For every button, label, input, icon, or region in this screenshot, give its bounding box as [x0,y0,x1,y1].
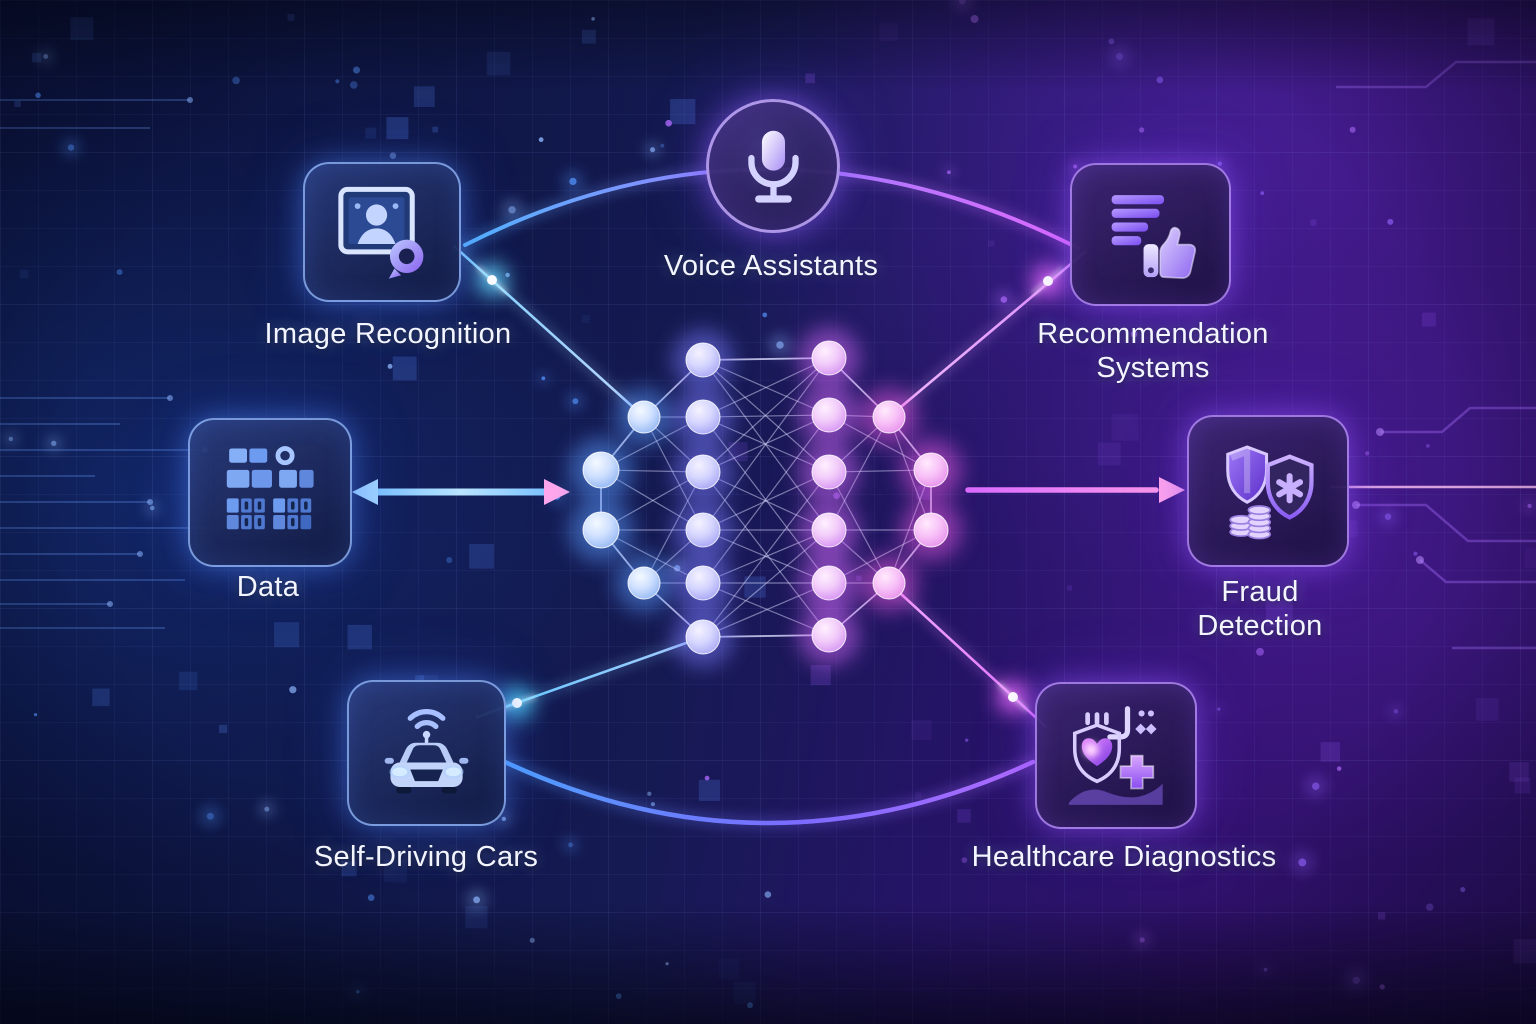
voice-assistants-card [706,99,840,233]
recommendation-systems-label-line1: Recommendation [1037,318,1269,350]
shields-coins-icon [1226,445,1314,540]
healthcare-diagnostics-card [1035,682,1197,829]
fraud-detection-card [1187,415,1349,567]
recommendation-systems-card [1070,163,1231,306]
image-recognition-label: Image Recognition [264,318,512,350]
photo-person-magnifier-icon [338,187,424,279]
microphone-icon [747,130,799,203]
data-card [188,418,352,567]
recommendation-systems-label: Recommendation Systems [1037,317,1269,385]
image-recognition-card [303,162,461,302]
healthcare-diagnostics-label: Healthcare Diagnostics [971,841,1277,873]
heart-shield-cross-icon [1069,705,1163,805]
fraud-detection-label-line2: Detection [1197,610,1323,642]
neural-network [568,327,962,668]
data-grid-icon [227,446,314,530]
voice-assistants-label: Voice Assistants [663,250,879,282]
connected-car-icon [384,708,469,794]
recommendation-systems-label-line2: Systems [1096,352,1210,384]
data-label: Data [236,571,300,603]
self-driving-cars-card [347,680,506,826]
arrows [352,477,1185,505]
fraud-detection-label-line1: Fraud [1221,576,1299,608]
list-thumbs-up-icon [1111,194,1197,279]
fraud-detection-label: Fraud Detection [1197,575,1322,643]
self-driving-cars-label: Self-Driving Cars [313,841,539,873]
